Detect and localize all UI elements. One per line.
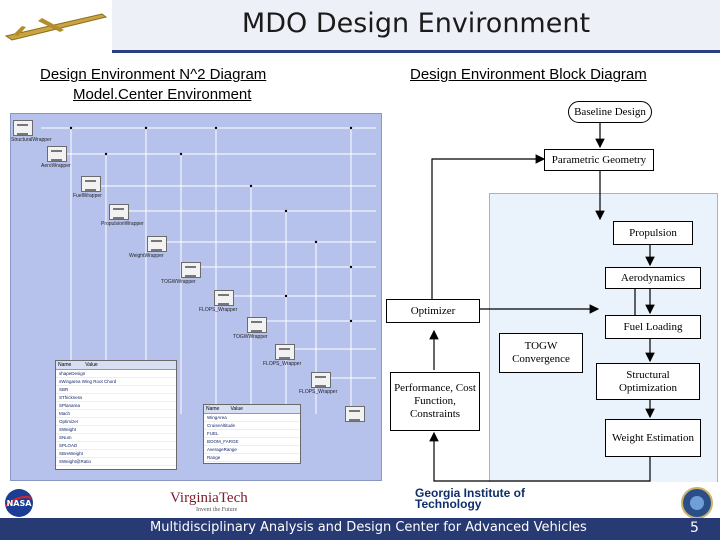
variable-row[interactable]: SBreWeight [56, 450, 176, 458]
modelcenter-heading: Model.Center Environment [73, 86, 252, 103]
variables-panel-header: Name Value [56, 361, 176, 370]
virginia-tech-tagline: Invent the Future [196, 507, 238, 513]
baseline-design-block: Baseline Design [568, 101, 652, 123]
variable-row[interactable]: sWingarea Wing Root Chord [56, 378, 176, 386]
n2-node[interactable] [275, 344, 295, 360]
n2-node-label: TOGWWrapper [233, 334, 268, 340]
output-row[interactable]: AverageRange [204, 446, 300, 454]
block-diagram-arrows [429, 123, 655, 482]
n2-node[interactable] [181, 262, 201, 278]
n2-node[interactable] [345, 406, 365, 422]
variable-row[interactable]: shapeDesign [56, 370, 176, 378]
variable-row[interactable]: SThickness [56, 394, 176, 402]
optimizer-block: Optimizer [386, 299, 480, 323]
variable-row[interactable]: SWeight@Ratio [56, 458, 176, 466]
n2-diagram: StructuralWrapper AeroWrapper FuelWrappe… [10, 113, 382, 481]
n2-node-label: TOGWWrapper [161, 279, 196, 285]
output-row[interactable]: Range [204, 454, 300, 462]
output-row[interactable]: CruiseAltitude [204, 422, 300, 430]
output-row[interactable]: FUEL [204, 430, 300, 438]
n2-node[interactable] [311, 372, 331, 388]
virginia-tech-logo: VirginiaTech [170, 490, 248, 506]
n2-node-label: StructuralWrapper [11, 137, 52, 143]
n2-node[interactable] [214, 290, 234, 306]
performance-block: Performance, Cost Function, Constraints [390, 372, 480, 431]
outputs-panel: Name Value WingArea CruiseAltitude FUEL … [203, 404, 301, 464]
variable-row[interactable]: SNum [56, 434, 176, 442]
aircraft-icon [4, 13, 108, 41]
variable-row[interactable]: Optimizer [56, 418, 176, 426]
header-band [112, 0, 720, 53]
variable-row[interactable]: Mach [56, 410, 176, 418]
aerodynamics-block: Aerodynamics [605, 267, 701, 289]
output-row[interactable]: WingArea [204, 414, 300, 422]
footer-text: Multidisciplinary Analysis and Design Ce… [150, 520, 587, 535]
block-diagram: Baseline Design Parametric Geometry Prop… [380, 95, 720, 533]
nasa-logo: NASA [5, 489, 33, 517]
n2-diagram-heading: Design Environment N^2 Diagram [40, 66, 267, 83]
weight-estimation-block: Weight Estimation [605, 419, 701, 457]
georgia-tech-logo: Georgia Institute of Technology [415, 486, 526, 511]
n2-node-label: PropulsionWrapper [101, 221, 144, 227]
n2-node[interactable] [147, 236, 167, 252]
page-title: MDO Design Environment [241, 8, 591, 39]
footer-band [0, 518, 720, 540]
structural-optimization-block: Structural Optimization [596, 363, 700, 400]
variables-panel: Name Value shapeDesign sWingarea Wing Ro… [55, 360, 177, 470]
propulsion-block: Propulsion [613, 221, 693, 245]
output-row[interactable]: BOOM_FARGE [204, 438, 300, 446]
variable-row[interactable]: SPlanarea [56, 402, 176, 410]
n2-node-label: WeightWrapper [129, 253, 164, 259]
n2-node-label: FLOPS_Wrapper [199, 307, 238, 313]
n2-node-label: FuelWrapper [73, 193, 102, 199]
parametric-geometry-block: Parametric Geometry [544, 149, 654, 171]
page-number: 5 [690, 520, 699, 536]
n2-node[interactable] [47, 146, 67, 162]
n2-node-label: FLOPS_Wrapper [299, 389, 338, 395]
block-diagram-heading: Design Environment Block Diagram [410, 66, 647, 83]
togw-convergence-block: TOGW Convergence [499, 333, 583, 373]
fuel-loading-block: Fuel Loading [605, 315, 701, 339]
n2-node[interactable] [13, 120, 33, 136]
variable-row[interactable]: SPLOAD [56, 442, 176, 450]
n2-node[interactable] [81, 176, 101, 192]
n2-node[interactable] [247, 317, 267, 333]
n2-node[interactable] [109, 204, 129, 220]
outputs-panel-header: Name Value [204, 405, 300, 414]
variable-row[interactable]: SWeight [56, 426, 176, 434]
seal-icon [681, 487, 713, 519]
nasa-text: NASA [7, 499, 33, 508]
n2-connection-lines [41, 126, 376, 414]
n2-node-label: FLOPS_Wrapper [263, 361, 302, 367]
n2-node-label: AeroWrapper [41, 163, 71, 169]
variable-row[interactable]: SBR [56, 386, 176, 394]
